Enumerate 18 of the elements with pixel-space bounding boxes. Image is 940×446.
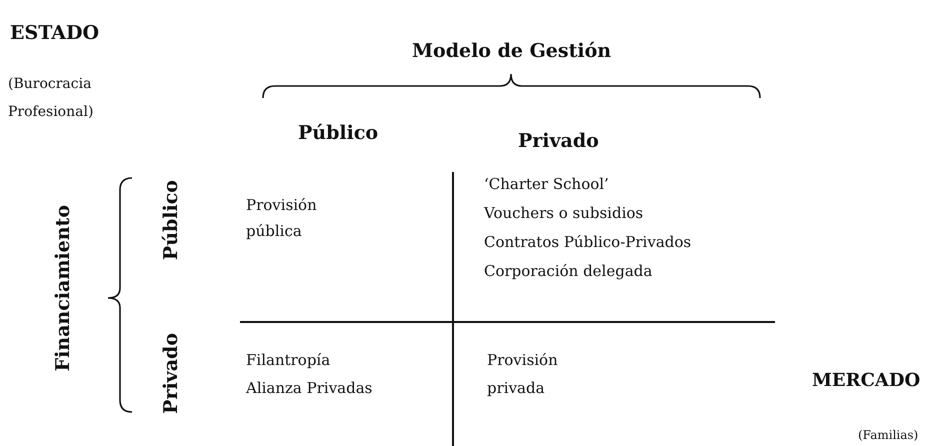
list-item: Contratos Público-Privados (484, 233, 692, 251)
row-header: Privado (160, 333, 182, 414)
heading-label: ESTADO (10, 22, 100, 44)
row-header: Público (160, 180, 182, 260)
list-item: ‘Charter School’ (484, 175, 609, 193)
column-header: Privado (518, 130, 599, 152)
list-item: Alianza Privadas (246, 379, 372, 397)
subheading-label: (Burocracia Profesional) (8, 75, 94, 122)
heading-label: Modelo de Gestión (412, 40, 612, 62)
list-item: Corporación delegada (484, 262, 652, 280)
column-header: Público (298, 122, 378, 144)
heading-label: MERCADO (812, 370, 920, 391)
subheading-label: (Familias) (858, 428, 918, 442)
cell-text: Provisión pública (246, 195, 318, 242)
list-item: Filantropía (246, 351, 330, 369)
cell-text: Provisión privada (487, 350, 559, 399)
axis-label: Financiamiento (52, 205, 74, 372)
list-item: Vouchers o subsidios (484, 204, 644, 222)
